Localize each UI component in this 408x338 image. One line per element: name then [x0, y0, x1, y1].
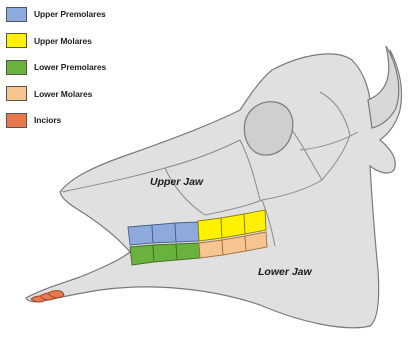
lower-premolar-tooth-3: [176, 243, 200, 260]
legend-label-inciors: Inciors: [34, 115, 61, 125]
upper-premolar-tooth-2: [152, 223, 176, 243]
swatch-lower-premolares: [6, 60, 27, 75]
lower-premolar-tooth-1: [130, 245, 154, 265]
lower-premolar-tooth-2: [153, 244, 177, 262]
upper-molar-tooth-3: [244, 210, 266, 234]
swatch-upper-molares: [6, 33, 27, 48]
legend-item-upper-premolares: Upper Premolares: [6, 5, 106, 23]
legend-label-lower-premolares: Lower Premolares: [34, 62, 106, 72]
upper-molar-tooth-2: [221, 214, 245, 238]
upper-jaw-label: Upper Jaw: [150, 176, 203, 188]
lower-molar-tooth-1: [199, 240, 223, 258]
upper-premolar-tooth-3: [175, 222, 199, 242]
lower-jaw-label: Lower Jaw: [258, 266, 312, 278]
swatch-upper-premolares: [6, 7, 27, 22]
legend: Upper Premolares Upper Molares Lower Pre…: [6, 5, 106, 138]
legend-item-inciors: Inciors: [6, 111, 106, 129]
legend-label-upper-molares: Upper Molares: [34, 36, 92, 46]
swatch-lower-molares: [6, 86, 27, 101]
upper-premolar-tooth-1: [128, 225, 153, 245]
legend-item-lower-premolares: Lower Premolares: [6, 58, 106, 76]
legend-label-lower-molares: Lower Molares: [34, 89, 92, 99]
legend-item-upper-molares: Upper Molares: [6, 32, 106, 50]
upper-molar-tooth-1: [198, 218, 222, 241]
legend-item-lower-molares: Lower Molares: [6, 85, 106, 103]
swatch-inciors: [6, 113, 27, 128]
legend-label-upper-premolares: Upper Premolares: [34, 9, 106, 19]
